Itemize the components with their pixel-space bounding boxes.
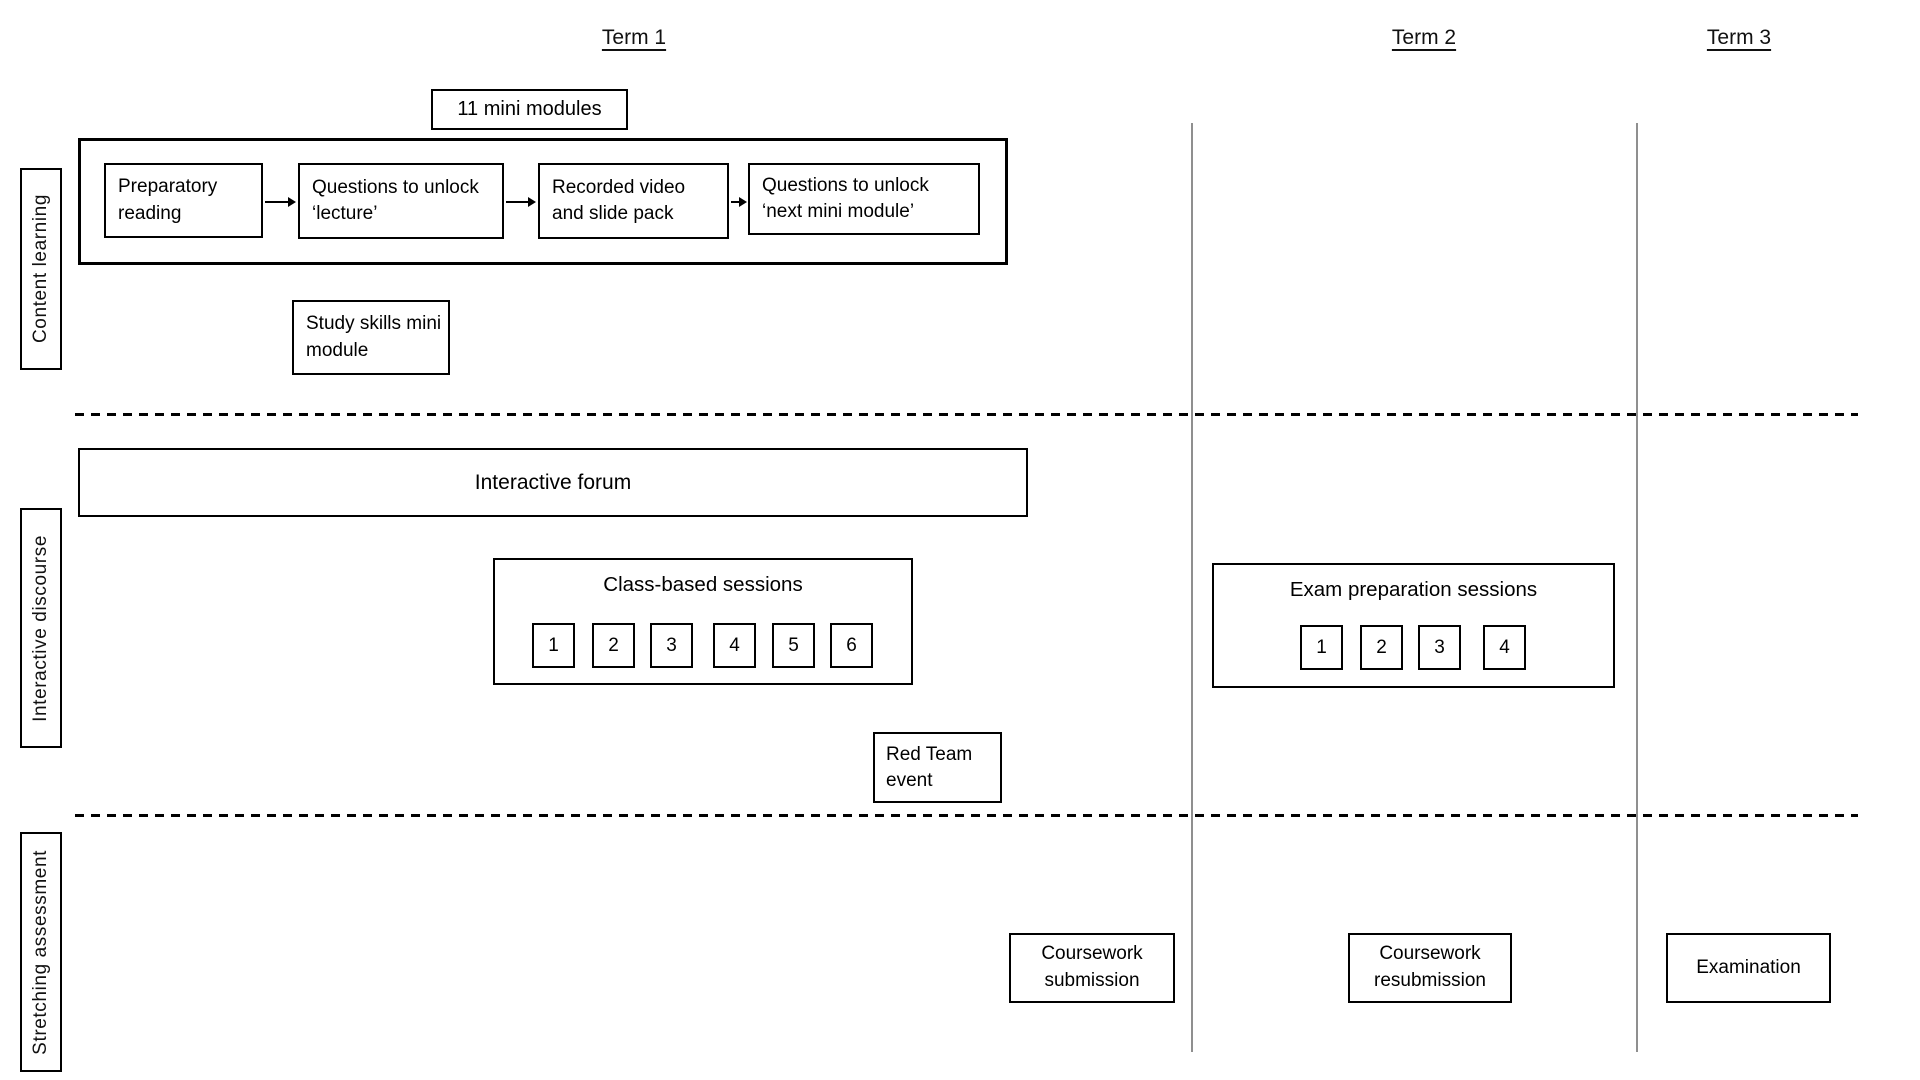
examination-box: Examination <box>1666 933 1831 1003</box>
exam-session-1: 1 <box>1300 625 1343 670</box>
class-session-1: 1 <box>532 623 575 668</box>
exam-sessions-title: Exam preparation sessions <box>1289 578 1538 601</box>
arrow-right-icon <box>506 196 536 208</box>
row-label-interactive-discourse-text: Interactive discourse <box>30 534 51 722</box>
step-box-preparatory-reading: Preparatory reading <box>104 163 263 238</box>
dashed-divider-2 <box>75 814 1858 817</box>
class-sessions-title: Class-based sessions <box>603 573 803 596</box>
term-1-label: Term 1 <box>601 26 667 49</box>
step-box-recorded-video: Recorded video and slide pack <box>538 163 729 239</box>
dashed-divider-1 <box>75 413 1858 416</box>
interactive-forum-box: Interactive forum <box>78 448 1028 517</box>
step-box-questions-unlock-lecture: Questions to unlock ‘lecture’ <box>298 163 504 239</box>
coursework-submission-box: Coursework submission <box>1009 933 1175 1003</box>
row-label-content-learning: Content learning <box>20 168 62 370</box>
class-session-6: 6 <box>830 623 873 668</box>
arrow-right-icon <box>731 196 747 208</box>
row-label-stretching-assessment: Stretching assessment <box>20 832 62 1072</box>
class-session-4: 4 <box>713 623 756 668</box>
term-3-label: Term 3 <box>1706 26 1772 49</box>
class-session-3: 3 <box>650 623 693 668</box>
study-skills-box: Study skills mini module <box>292 300 450 375</box>
mini-modules-box: 11 mini modules <box>431 89 628 130</box>
term-divider-line-1 <box>1191 123 1193 1052</box>
arrow-right-icon <box>265 196 296 208</box>
row-label-interactive-discourse: Interactive discourse <box>20 508 62 748</box>
row-label-content-learning-text: Content learning <box>30 194 51 344</box>
term-2-label: Term 2 <box>1391 26 1457 49</box>
class-session-2: 2 <box>592 623 635 668</box>
red-team-event-box: Red Team event <box>873 732 1002 803</box>
row-label-stretching-assessment-text: Stretching assessment <box>30 849 51 1055</box>
exam-sessions-box: Exam preparation sessions 1 2 3 4 <box>1212 563 1615 688</box>
exam-session-4: 4 <box>1483 625 1526 670</box>
exam-session-3: 3 <box>1418 625 1461 670</box>
exam-session-2: 2 <box>1360 625 1403 670</box>
class-sessions-box: Class-based sessions 1 2 3 4 5 6 <box>493 558 913 685</box>
class-session-5: 5 <box>772 623 815 668</box>
term-divider-line-2 <box>1636 123 1638 1052</box>
coursework-resubmission-box: Coursework resubmission <box>1348 933 1512 1003</box>
step-box-questions-unlock-next: Questions to unlock ‘next mini module’ <box>748 163 980 235</box>
